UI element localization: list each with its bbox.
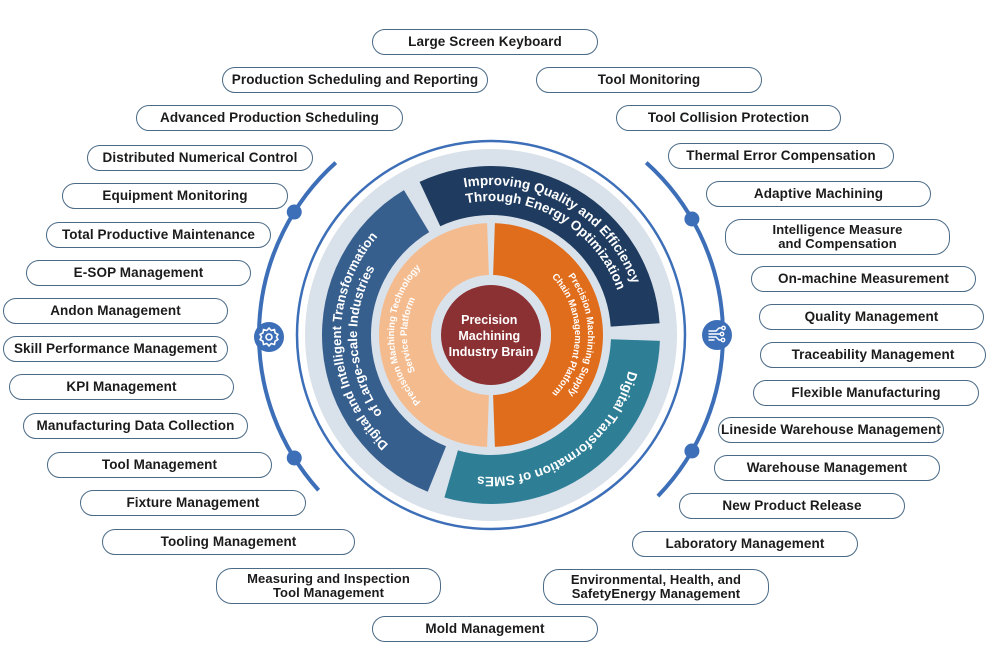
module-pill: Large Screen Keyboard [372,29,598,55]
module-label: Lineside Warehouse Management [721,421,941,437]
module-label: Warehouse Management [746,459,908,475]
module-label: Manufacturing Data Collection [36,417,235,433]
center-title-line: Precision [461,313,517,327]
module-label: Thermal Error Compensation [686,147,876,163]
module-pill: Tool Collision Protection [616,105,841,131]
arc-node-dot [684,443,700,459]
module-label: Intelligence Measure and Compensation [772,222,903,251]
circuit-icon [702,320,732,350]
gear-icon [254,322,284,352]
module-label: Flexible Manufacturing [791,384,941,400]
module-pill: Advanced Production Scheduling [136,105,403,131]
outer-segment [419,166,660,327]
center-circle [441,285,541,385]
module-pill: Production Scheduling and Reporting [222,67,488,93]
module-pill: Tool Management [47,452,272,478]
outer-thin-ring [295,139,687,531]
module-pill: Flexible Manufacturing [753,380,979,406]
module-label: On-machine Measurement [778,270,949,286]
module-label: New Product Release [722,497,862,513]
module-label: Distributed Numerical Control [102,149,298,165]
module-pill: Mold Management [372,616,598,642]
center-title-line: Industry Brain [449,345,534,359]
module-pill: New Product Release [679,493,905,519]
center-title: Precision Machining Industry Brain [449,313,534,359]
module-pill: Intelligence Measure and Compensation [725,219,950,255]
module-label: Skill Performance Management [13,340,218,356]
module-label: Environmental, Health, and SafetyEnergy … [570,572,742,601]
module-label: Tooling Management [160,533,297,549]
module-pill: Manufacturing Data Collection [23,413,248,439]
module-label: Andon Management [50,302,181,318]
outer-segment [444,339,660,504]
module-label: Fixture Management [126,494,260,510]
module-pill: On-machine Measurement [751,266,976,292]
arc-node-dot [286,204,302,220]
module-label: E-SOP Management [73,264,204,280]
module-pill: Distributed Numerical Control [87,145,313,171]
module-label: Adaptive Machining [753,185,884,201]
module-pill: Tool Monitoring [536,67,762,93]
module-pill: KPI Management [9,374,234,400]
module-label: KPI Management [66,378,177,394]
side-arc [257,161,338,492]
center-title-line: Machining [458,329,520,343]
inner-segment [378,223,489,447]
outer-segment [322,190,447,492]
module-pill: Equipment Monitoring [62,183,288,209]
arc-node-dot [684,211,700,227]
module-label: Total Productive Maintenance [61,226,256,242]
module-label: Laboratory Management [665,535,825,551]
module-pill: Laboratory Management [632,531,858,557]
module-label: Equipment Monitoring [102,187,248,203]
module-pill: Total Productive Maintenance [46,222,271,248]
module-label: Tool Monitoring [597,71,701,87]
module-label: Large Screen Keyboard [408,33,562,49]
arc-node-dot [286,450,302,466]
module-pill: Environmental, Health, and SafetyEnergy … [543,569,769,605]
module-label: Quality Management [804,308,939,324]
module-pill: Fixture Management [80,490,306,516]
inner-segment [493,223,604,447]
module-pill: Thermal Error Compensation [668,143,894,169]
module-pill: E-SOP Management [26,260,251,286]
module-pill: Quality Management [759,304,984,330]
module-label: Advanced Production Scheduling [159,109,380,125]
module-pill: Skill Performance Management [3,336,228,362]
module-label: Mold Management [425,620,545,636]
module-pill: Adaptive Machining [706,181,931,207]
module-pill: Measuring and Inspection Tool Management [216,568,441,604]
module-label: Traceability Management [791,346,955,362]
module-label: Measuring and Inspection Tool Management [247,571,410,600]
module-pill: Andon Management [3,298,228,324]
module-label: Tool Management [101,456,218,472]
module-label: Production Scheduling and Reporting [231,71,479,87]
module-pill: Warehouse Management [714,455,940,481]
module-pill: Traceability Management [760,342,986,368]
module-pill: Lineside Warehouse Management [718,417,944,443]
module-label: Tool Collision Protection [647,109,810,125]
module-pill: Tooling Management [102,529,355,555]
